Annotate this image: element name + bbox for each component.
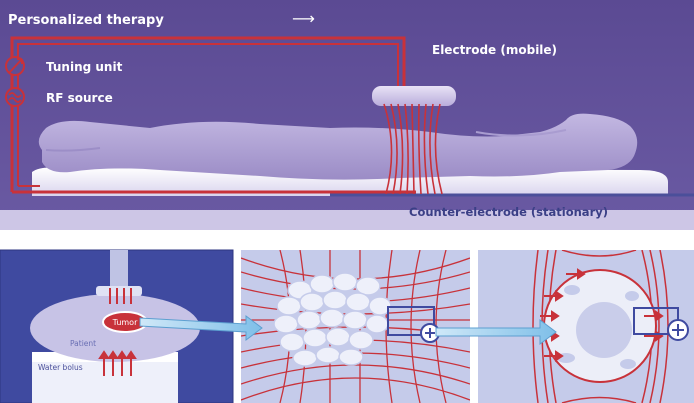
variable-resistor-icon	[5, 56, 25, 76]
ac-source-icon	[5, 87, 25, 107]
panel-tissue-field	[241, 250, 470, 403]
field-arrows-up	[98, 350, 137, 376]
counter-electrode-label: Counter-electrode (stationary)	[409, 205, 608, 219]
direction-arrow: ⟶	[292, 9, 315, 28]
zoom-region	[387, 306, 435, 336]
arm-contour	[475, 129, 567, 137]
zoom-arrow-1	[139, 315, 263, 341]
rf-source-label: RF source	[46, 91, 113, 105]
organelles	[557, 285, 639, 369]
panel-cell-membrane	[478, 250, 694, 403]
water-bolus-label: Water bolus	[38, 363, 83, 372]
mobile-electrode	[372, 86, 456, 106]
circuit-wires	[10, 36, 416, 194]
cell-nucleus	[576, 302, 632, 358]
tumor-label: Tumor	[112, 318, 138, 327]
patient-body	[38, 113, 638, 180]
zoom-arrow-2	[435, 319, 557, 345]
top-panel: Personalized therapy ⟶ Tuning unit RF so…	[0, 0, 694, 230]
floor-strip	[0, 210, 694, 230]
cell-cluster	[273, 272, 392, 367]
tuning-unit-label: Tuning unit	[46, 60, 123, 74]
field-lines-top	[383, 103, 443, 195]
title-label: Personalized therapy	[8, 13, 164, 28]
patient-label: Patient	[70, 339, 96, 348]
leg-contour	[45, 147, 101, 152]
electrode-label: Electrode (mobile)	[432, 43, 557, 57]
field-arrows-down	[109, 288, 132, 304]
